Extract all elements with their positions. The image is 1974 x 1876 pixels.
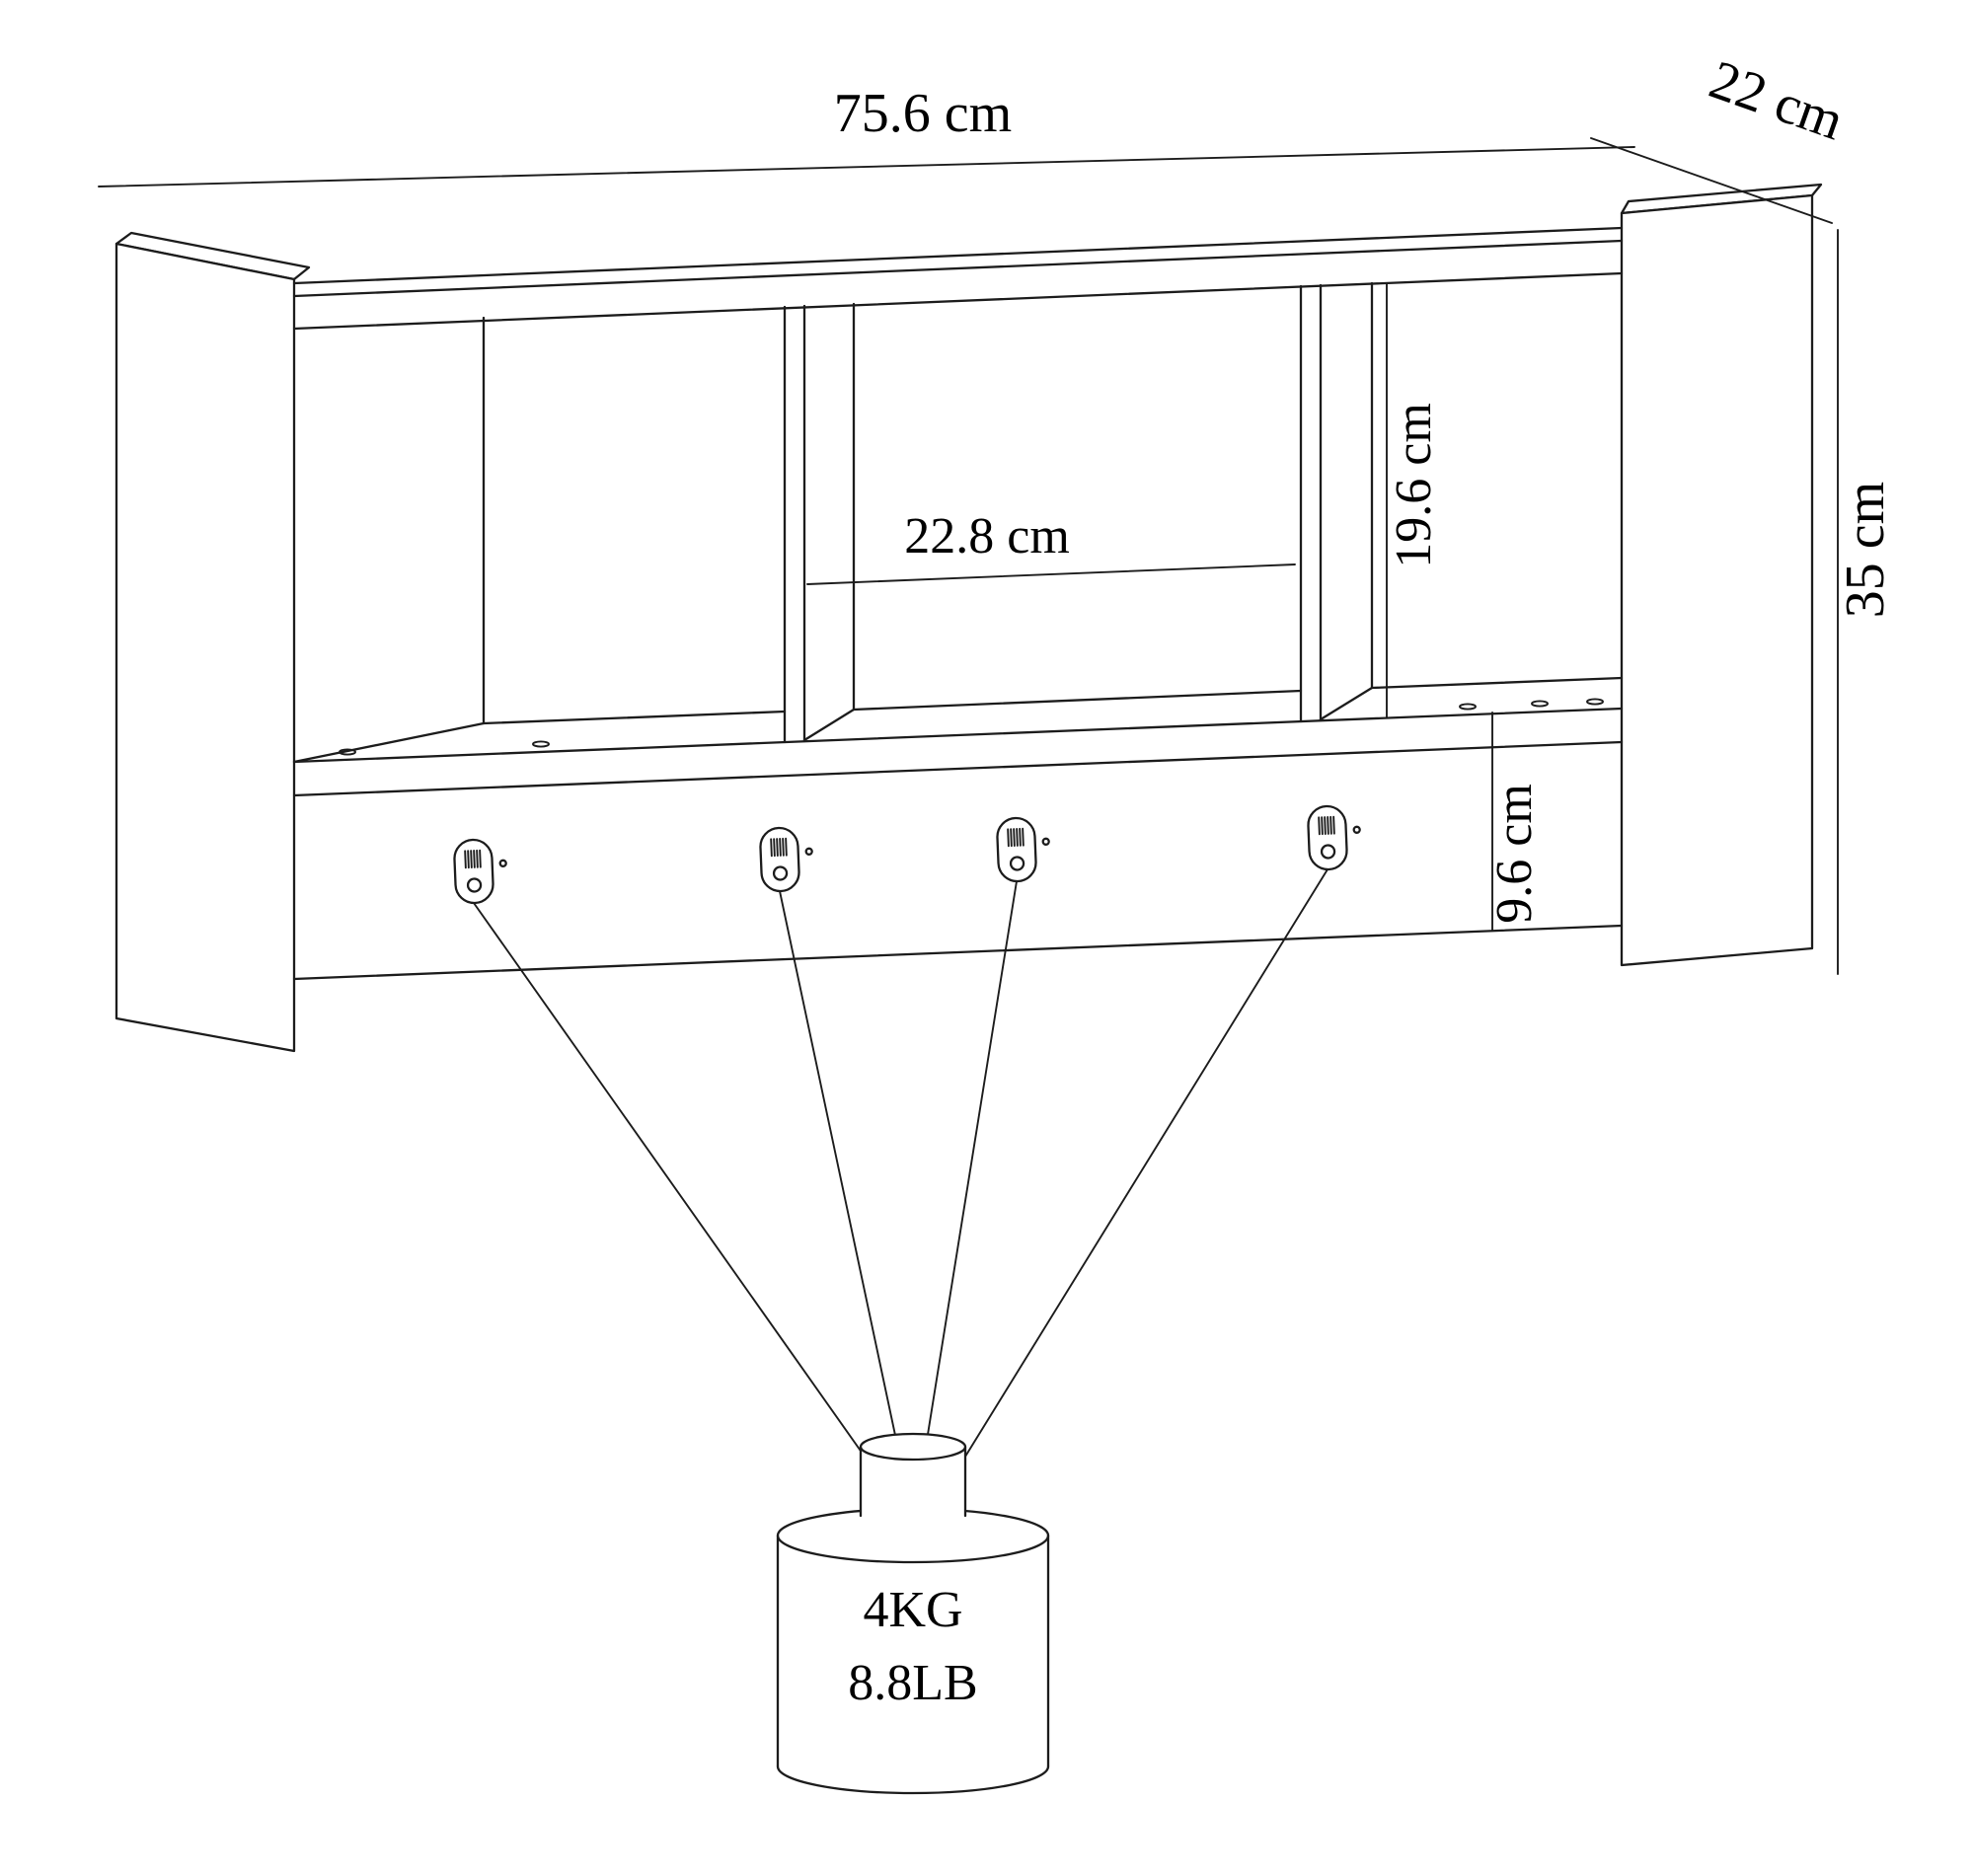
compartment-height-label: 19.6 cm: [1386, 403, 1442, 568]
keyhole-bracket-3: [996, 816, 1050, 883]
weight-lb-label: 8.8LB: [848, 1655, 977, 1711]
top-shelf: [292, 226, 1624, 331]
weight-kg-label: 4KG: [863, 1582, 962, 1638]
dimension-rail-height: 9.6 cm: [1486, 712, 1543, 932]
dimension-compartment-width: 22.8 cm: [806, 508, 1296, 585]
mount-to-weight-leader-lines: [473, 868, 1329, 1481]
width-label: 75.6 cm: [834, 83, 1012, 144]
divider-right: [1299, 283, 1323, 723]
rail-height-label: 9.6 cm: [1486, 784, 1543, 924]
mounting-rail-bottom-edge: [292, 924, 1624, 981]
width-dimension-line: [98, 146, 1635, 188]
cubby-interior-lines: [292, 281, 1624, 764]
dimension-width: 75.6 cm: [98, 83, 1635, 188]
height-label: 35 cm: [1835, 482, 1896, 618]
compartment-width-dimension-line: [806, 563, 1296, 585]
keyhole-bracket-4: [1307, 804, 1361, 871]
divider-left: [783, 304, 806, 744]
left-side-panel: [114, 242, 296, 1053]
keyhole-bracket-1: [453, 838, 507, 905]
depth-dimension-line: [1590, 137, 1833, 224]
dimension-compartment-height: 19.6 cm: [1386, 283, 1442, 718]
keyhole-bracket-2: [759, 826, 813, 893]
shelf-unit: [114, 183, 1823, 1053]
depth-label: 22 cm: [1702, 49, 1851, 153]
compartment-width-label: 22.8 cm: [904, 508, 1070, 564]
weight-cylinder: 4KG 8.8LB: [776, 1432, 1050, 1795]
bottom-shelf: [292, 707, 1624, 797]
cam-fitting-marks: [339, 698, 1604, 756]
right-side-panel: [1620, 193, 1814, 967]
dimension-height: 35 cm: [1835, 229, 1896, 975]
